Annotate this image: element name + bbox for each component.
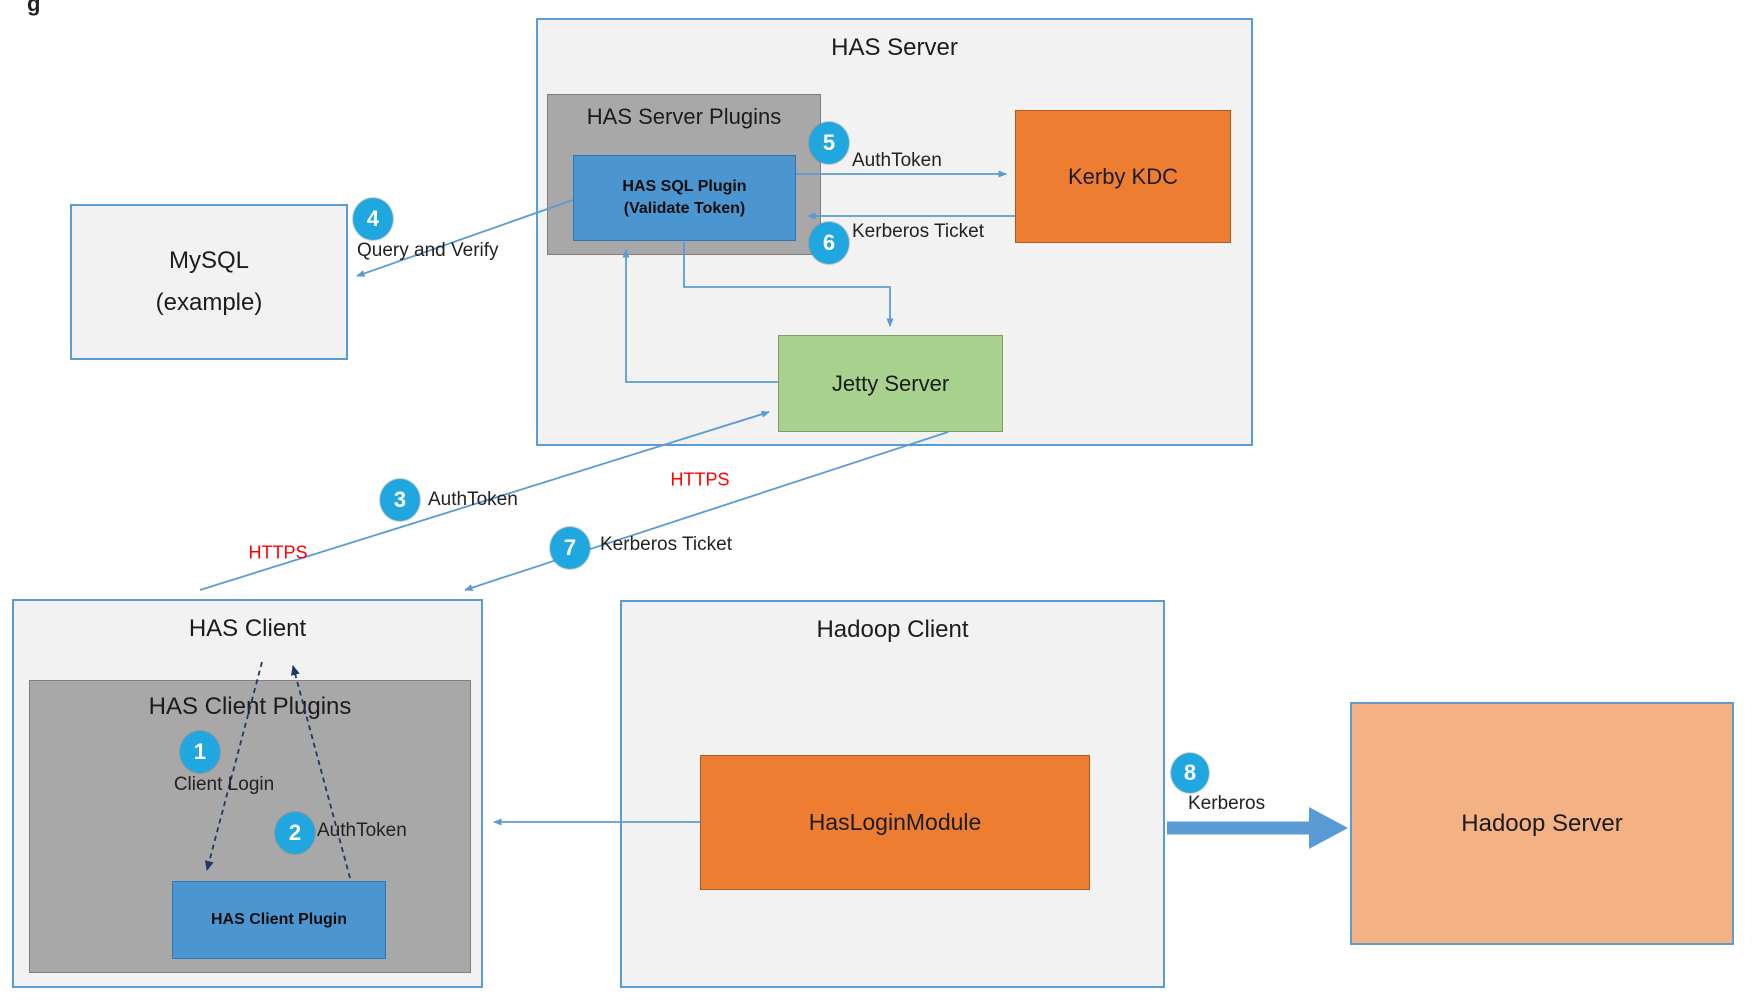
has-client-plugins-title: HAS Client Plugins [148, 693, 352, 720]
kerby-kdc-title: Kerby KDC [1067, 163, 1179, 189]
has-sql-plugin-box: HAS SQL Plugin (Validate Token) [573, 155, 796, 241]
has-client-title: HAS Client [188, 615, 307, 642]
step-3-circle: 3 [380, 479, 420, 521]
has-sql-plugin-line2: (Validate Token) [623, 200, 746, 217]
has-sql-plugin-line1: HAS SQL Plugin [622, 178, 747, 195]
hadoop-client-title: Hadoop Client [816, 616, 969, 643]
step-5-label: AuthToken [852, 150, 942, 171]
has-server-plugins-title: HAS Server Plugins [586, 104, 782, 129]
has-server-title: HAS Server [831, 34, 958, 61]
step-1-label: Client Login [173, 774, 275, 795]
has-login-module-title: HasLoginModule [808, 809, 982, 835]
jetty-server-title: Jetty Server [831, 370, 950, 396]
step-8-circle: 8 [1171, 753, 1209, 793]
https-label-left: HTTPS [248, 542, 308, 563]
step-8-label: Kerberos [1188, 793, 1266, 814]
kerby-kdc-box: Kerby KDC [1015, 110, 1231, 243]
https-label-right: HTTPS [670, 469, 730, 490]
jetty-server-box: Jetty Server [778, 335, 1003, 432]
step-7-circle: 7 [550, 527, 590, 569]
hadoop-server-title: Hadoop Server [1461, 809, 1623, 837]
mysql-title-line2: (example) [155, 289, 263, 316]
step-2-circle: 2 [275, 812, 315, 854]
step-1-circle: 1 [180, 731, 220, 773]
cropped-text-fragment: g [27, 0, 41, 16]
has-client-plugin-title: HAS Client Plugin [211, 911, 347, 928]
step-7-label: Kerberos Ticket [600, 534, 732, 555]
step-4-label: Query and Verify [357, 240, 499, 261]
hadoop-server-box: Hadoop Server [1350, 702, 1734, 945]
has-login-module-box: HasLoginModule [700, 755, 1090, 890]
mysql-box: MySQL (example) [70, 204, 348, 360]
step-3-label: AuthToken [428, 489, 518, 510]
mysql-title-line1: MySQL [168, 247, 249, 274]
step-5-circle: 5 [809, 122, 849, 164]
has-client-plugin-box: HAS Client Plugin [172, 881, 386, 959]
step-6-circle: 6 [809, 222, 849, 264]
step-6-label: Kerberos Ticket [852, 221, 984, 242]
step-2-label: AuthToken [317, 820, 407, 841]
step-4-circle: 4 [353, 198, 393, 240]
connector-step7-kerberos-ticket-https [464, 431, 949, 591]
